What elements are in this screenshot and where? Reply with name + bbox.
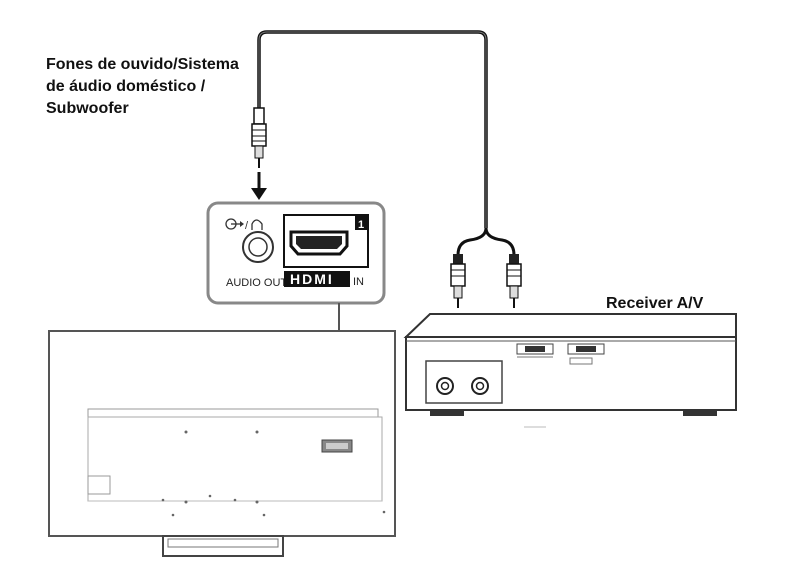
cable-split-left [456, 227, 488, 256]
headphone-label-line-2: de áudio doméstico / [46, 78, 206, 95]
headphone-label-line-1: Fones de ouvido/Sistema [46, 56, 239, 73]
audio-out-port [242, 231, 274, 263]
tv-stand [162, 535, 284, 557]
hdmi-logo-icon [284, 271, 350, 287]
cable-split-right [484, 227, 516, 256]
rca-plug-left [450, 254, 466, 308]
headphone-label-line-3: Subwoofer [46, 100, 129, 117]
tv-back [48, 330, 396, 537]
audio-cable [257, 30, 488, 228]
svg-text:/: / [245, 220, 249, 232]
rca-plug-right [506, 254, 522, 308]
av-receiver [403, 313, 737, 428]
audio-cable-inner [258, 31, 487, 228]
mini-jack-plug [251, 107, 267, 168]
headphone-system-label: Fones de ouvido/Sistema de áudio domésti… [46, 54, 276, 120]
arrow-down-icon [251, 172, 267, 200]
headphone-output-icon: / [225, 218, 263, 232]
port-number: 1 [358, 219, 364, 231]
receiver-label: Receiver A/V [606, 295, 704, 312]
audio-out-label: AUDIO OUT [226, 277, 287, 289]
hdmi-port: 1 [283, 214, 369, 268]
hdmi-logo-text: HDMI [290, 271, 334, 287]
hdmi-in-label: IN [353, 276, 364, 288]
